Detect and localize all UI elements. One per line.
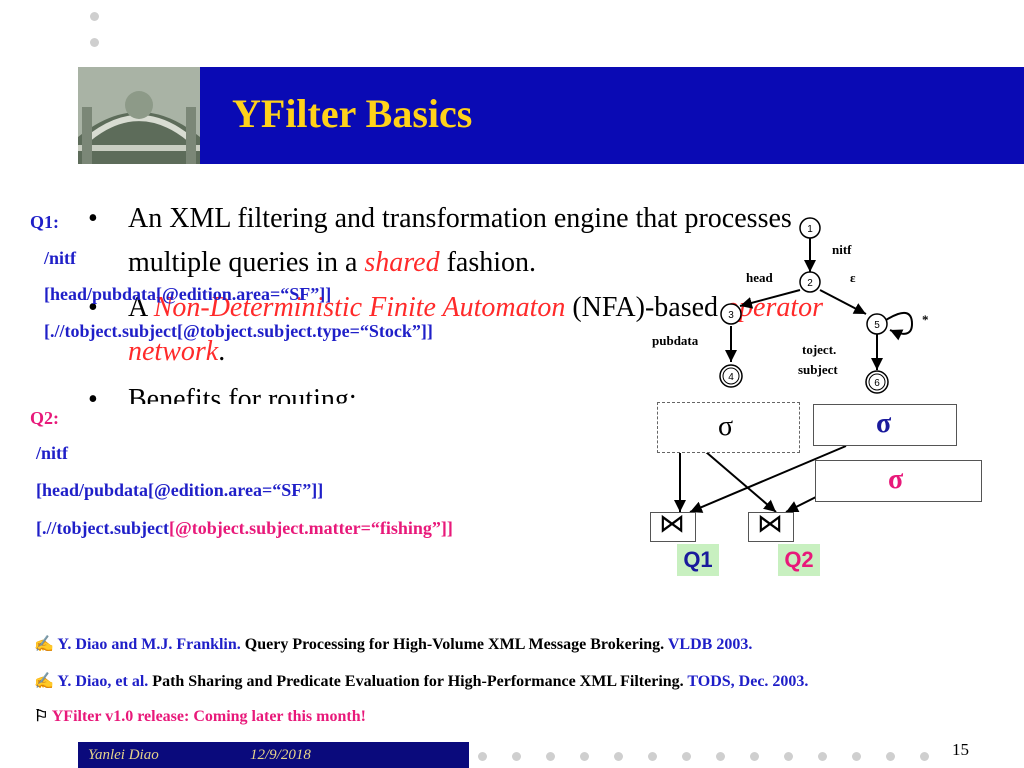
decor-dot (90, 12, 99, 21)
join-operator-box: ⋈ (748, 509, 794, 542)
nfa-node-2: 2 (799, 271, 821, 293)
reference-1-authors: Y. Diao and M.J. Franklin. (57, 636, 241, 653)
nfa-node-6: 6 (865, 370, 889, 394)
nfa-node-5: 5 (866, 313, 888, 335)
selection-operator-box: σ (813, 404, 957, 446)
sigma-symbol: σ (888, 464, 904, 495)
bullet-marker: • (88, 203, 98, 234)
nfa-label-epsilon: ε (850, 270, 856, 285)
network-line (689, 445, 847, 513)
q2-label: Q2: (30, 408, 59, 428)
bullet-1-line2-pre: multiple queries in a (128, 247, 365, 278)
release-text: YFilter v1.0 release: Coming later this … (51, 708, 366, 725)
nfa-label-nitf: nitf (832, 242, 852, 257)
decor-dot (648, 752, 657, 761)
footer-bar: Yanlei Diao 12/9/2018 (78, 742, 469, 768)
nfa-node-4: 4 (719, 364, 743, 388)
reference-2-authors: Y. Diao, et al. (57, 673, 149, 690)
bullet-3: • Benefits for routing: (128, 378, 528, 404)
svg-text:5: 5 (874, 320, 880, 331)
decor-dot (920, 752, 929, 761)
nfa-label-pubdata: pubdata (652, 333, 699, 348)
pen-icon: ✍ (34, 636, 54, 653)
selection-operator-box: σ (657, 402, 800, 453)
svg-text:2: 2 (807, 278, 813, 289)
q1-line2: [head/pubdata[@edition.area=“SF”]] (44, 284, 332, 304)
flag-icon: ⚐ (34, 708, 49, 725)
selection-operator-box: σ (815, 460, 982, 502)
bullet-1-emphasis: shared (364, 247, 440, 278)
svg-text:1: 1 (807, 224, 813, 235)
footer-date: 12/9/2018 (250, 747, 311, 763)
pen-icon: ✍ (34, 673, 54, 690)
bullet-2-emphasis: Non-Deterministic Finite Automaton (153, 292, 566, 323)
nfa-diagram: 1 2 3 4 5 6 nitf head ε pubdata toject. … (652, 217, 929, 513)
title-band (78, 67, 1024, 164)
bullet-3-marker-visible: • (88, 384, 98, 404)
q1-line3: [.//tobject.subject[@tobject.subject.typ… (44, 321, 433, 341)
bullet-2-post: . (218, 336, 226, 367)
join-symbol: ⋈ (659, 509, 685, 538)
network-line (705, 451, 777, 513)
sigma-symbol: σ (718, 411, 734, 442)
sigma-symbol: σ (876, 408, 892, 439)
reference-2: ✍ Y. Diao, et al. Path Sharing and Predi… (34, 671, 808, 691)
svg-text:4: 4 (728, 372, 734, 383)
q2-output-tag: Q2 (778, 544, 820, 576)
footer-author: Yanlei Diao (88, 747, 159, 763)
decor-dot (614, 752, 623, 761)
nfa-label-toject: toject. (802, 342, 836, 357)
decor-dot (580, 752, 589, 761)
decor-dot (818, 752, 827, 761)
join-operator-box: ⋈ (650, 509, 696, 542)
nfa-node-3: 3 (720, 303, 742, 325)
decor-dot (90, 38, 99, 47)
reference-2-venue: TODS, Dec. 2003. (687, 673, 809, 690)
nfa-label-head: head (746, 270, 774, 285)
reference-1-title: Query Processing for High-Volume XML Mes… (240, 636, 668, 653)
decor-dot (886, 752, 895, 761)
reference-1: ✍ Y. Diao and M.J. Franklin. Query Proce… (34, 634, 752, 654)
bullet-marker: • (88, 292, 98, 323)
nfa-self-loop (885, 312, 914, 341)
decor-dot (478, 752, 487, 761)
page-number: 15 (952, 740, 969, 759)
decor-dot (546, 752, 555, 761)
decor-dot (852, 752, 861, 761)
decor-dot (750, 752, 759, 761)
release-note: ⚐ YFilter v1.0 release: Coming later thi… (34, 706, 366, 726)
decor-dot (682, 752, 691, 761)
bullet-2-emphasis-3: network (128, 336, 219, 367)
q2-line2: [head/pubdata[@edition.area=“SF”]] (36, 480, 324, 500)
nfa-label-star: * (922, 312, 929, 327)
bullet-1-line2-post: fashion. (439, 247, 537, 278)
bullet-1-line1: An XML filtering and transformation engi… (128, 203, 792, 234)
q1-line1: /nitf (44, 248, 77, 268)
bullet-1: • An XML filtering and transformation en… (88, 197, 948, 285)
q2-line3-post: [@tobject.subject.matter=“fishing”]] (168, 518, 453, 538)
nfa-node-1: 1 (799, 217, 821, 239)
gate-photo-graphic (78, 67, 200, 164)
q2-line3-pre: [.//tobject.subject (36, 518, 169, 538)
join-symbol: ⋈ (757, 509, 783, 538)
svg-text:6: 6 (874, 378, 880, 389)
reference-1-venue: VLDB 2003. (667, 636, 753, 653)
nfa-edge (739, 289, 801, 309)
bullet-2-pre: A (128, 292, 154, 323)
decor-dot (716, 752, 725, 761)
slide-title: YFilter Basics (232, 91, 473, 136)
bullet-3-text: Benefits for routing: (128, 384, 357, 404)
decor-dot (512, 752, 521, 761)
q1-label: Q1: (30, 212, 59, 232)
gate-photo (78, 67, 200, 164)
reference-2-title: Path Sharing and Predicate Evaluation fo… (148, 673, 688, 690)
nfa-edge (819, 289, 867, 315)
decor-dot (784, 752, 793, 761)
bullet-2-mid: (NFA)-based (565, 292, 726, 323)
q2-line1: /nitf (36, 443, 69, 463)
q1-output-tag: Q1 (677, 544, 719, 576)
q2-line3: [.//tobject.subject[@tobject.subject.mat… (36, 510, 453, 546)
nfa-label-subject: subject (798, 362, 838, 377)
svg-text:3: 3 (728, 310, 734, 321)
